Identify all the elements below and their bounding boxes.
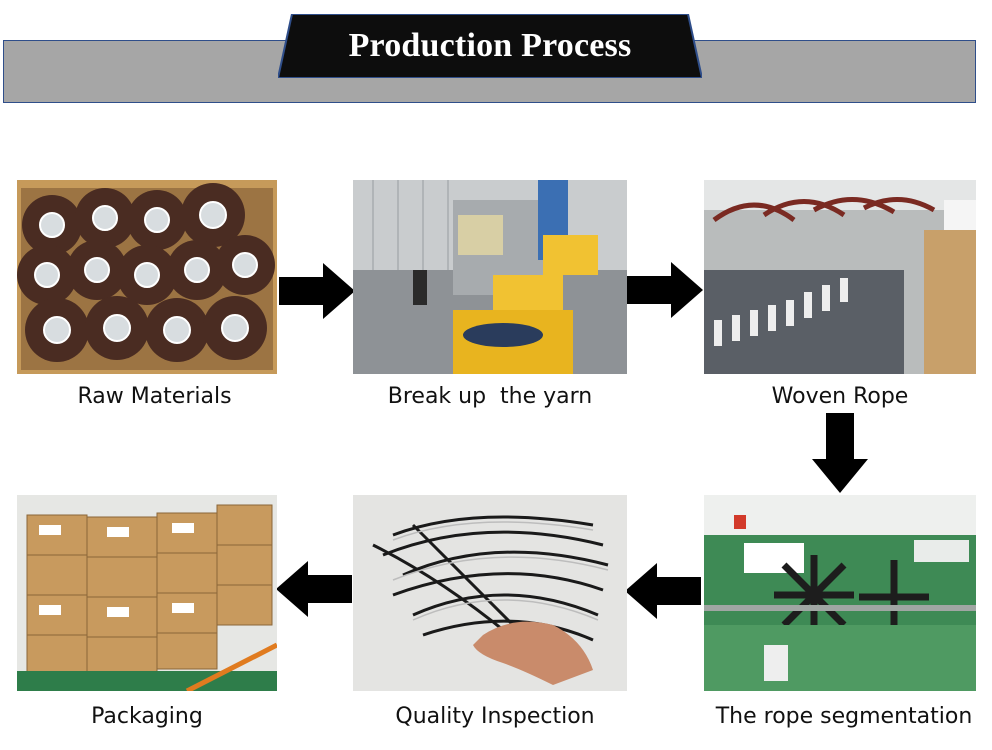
arrow-right-icon (627, 262, 703, 318)
step-label-woven-rope: Woven Rope (771, 384, 909, 409)
arrow-right-icon (279, 263, 355, 319)
arrow-down-icon (812, 413, 868, 493)
step-label-break-up-yarn: Break up the yarn (387, 384, 593, 409)
page-title: Production Process (348, 27, 632, 64)
arrow-left-icon (625, 563, 701, 619)
packaging-photo (17, 495, 277, 691)
title-tab: Production Process (278, 14, 702, 78)
arrow-left-icon (276, 561, 352, 617)
step-label-packaging: Packaging (91, 704, 203, 729)
quality-inspection-photo (353, 495, 627, 691)
rope-segmentation-photo (704, 495, 976, 691)
step-label-rope-segmentation: The rope segmentation (715, 704, 973, 729)
step-label-quality-inspection: Quality Inspection (395, 704, 595, 729)
step-label-raw-materials: Raw Materials (77, 384, 232, 409)
break-up-yarn-photo (353, 180, 627, 374)
raw-materials-photo (17, 180, 277, 374)
woven-rope-photo (704, 180, 976, 374)
